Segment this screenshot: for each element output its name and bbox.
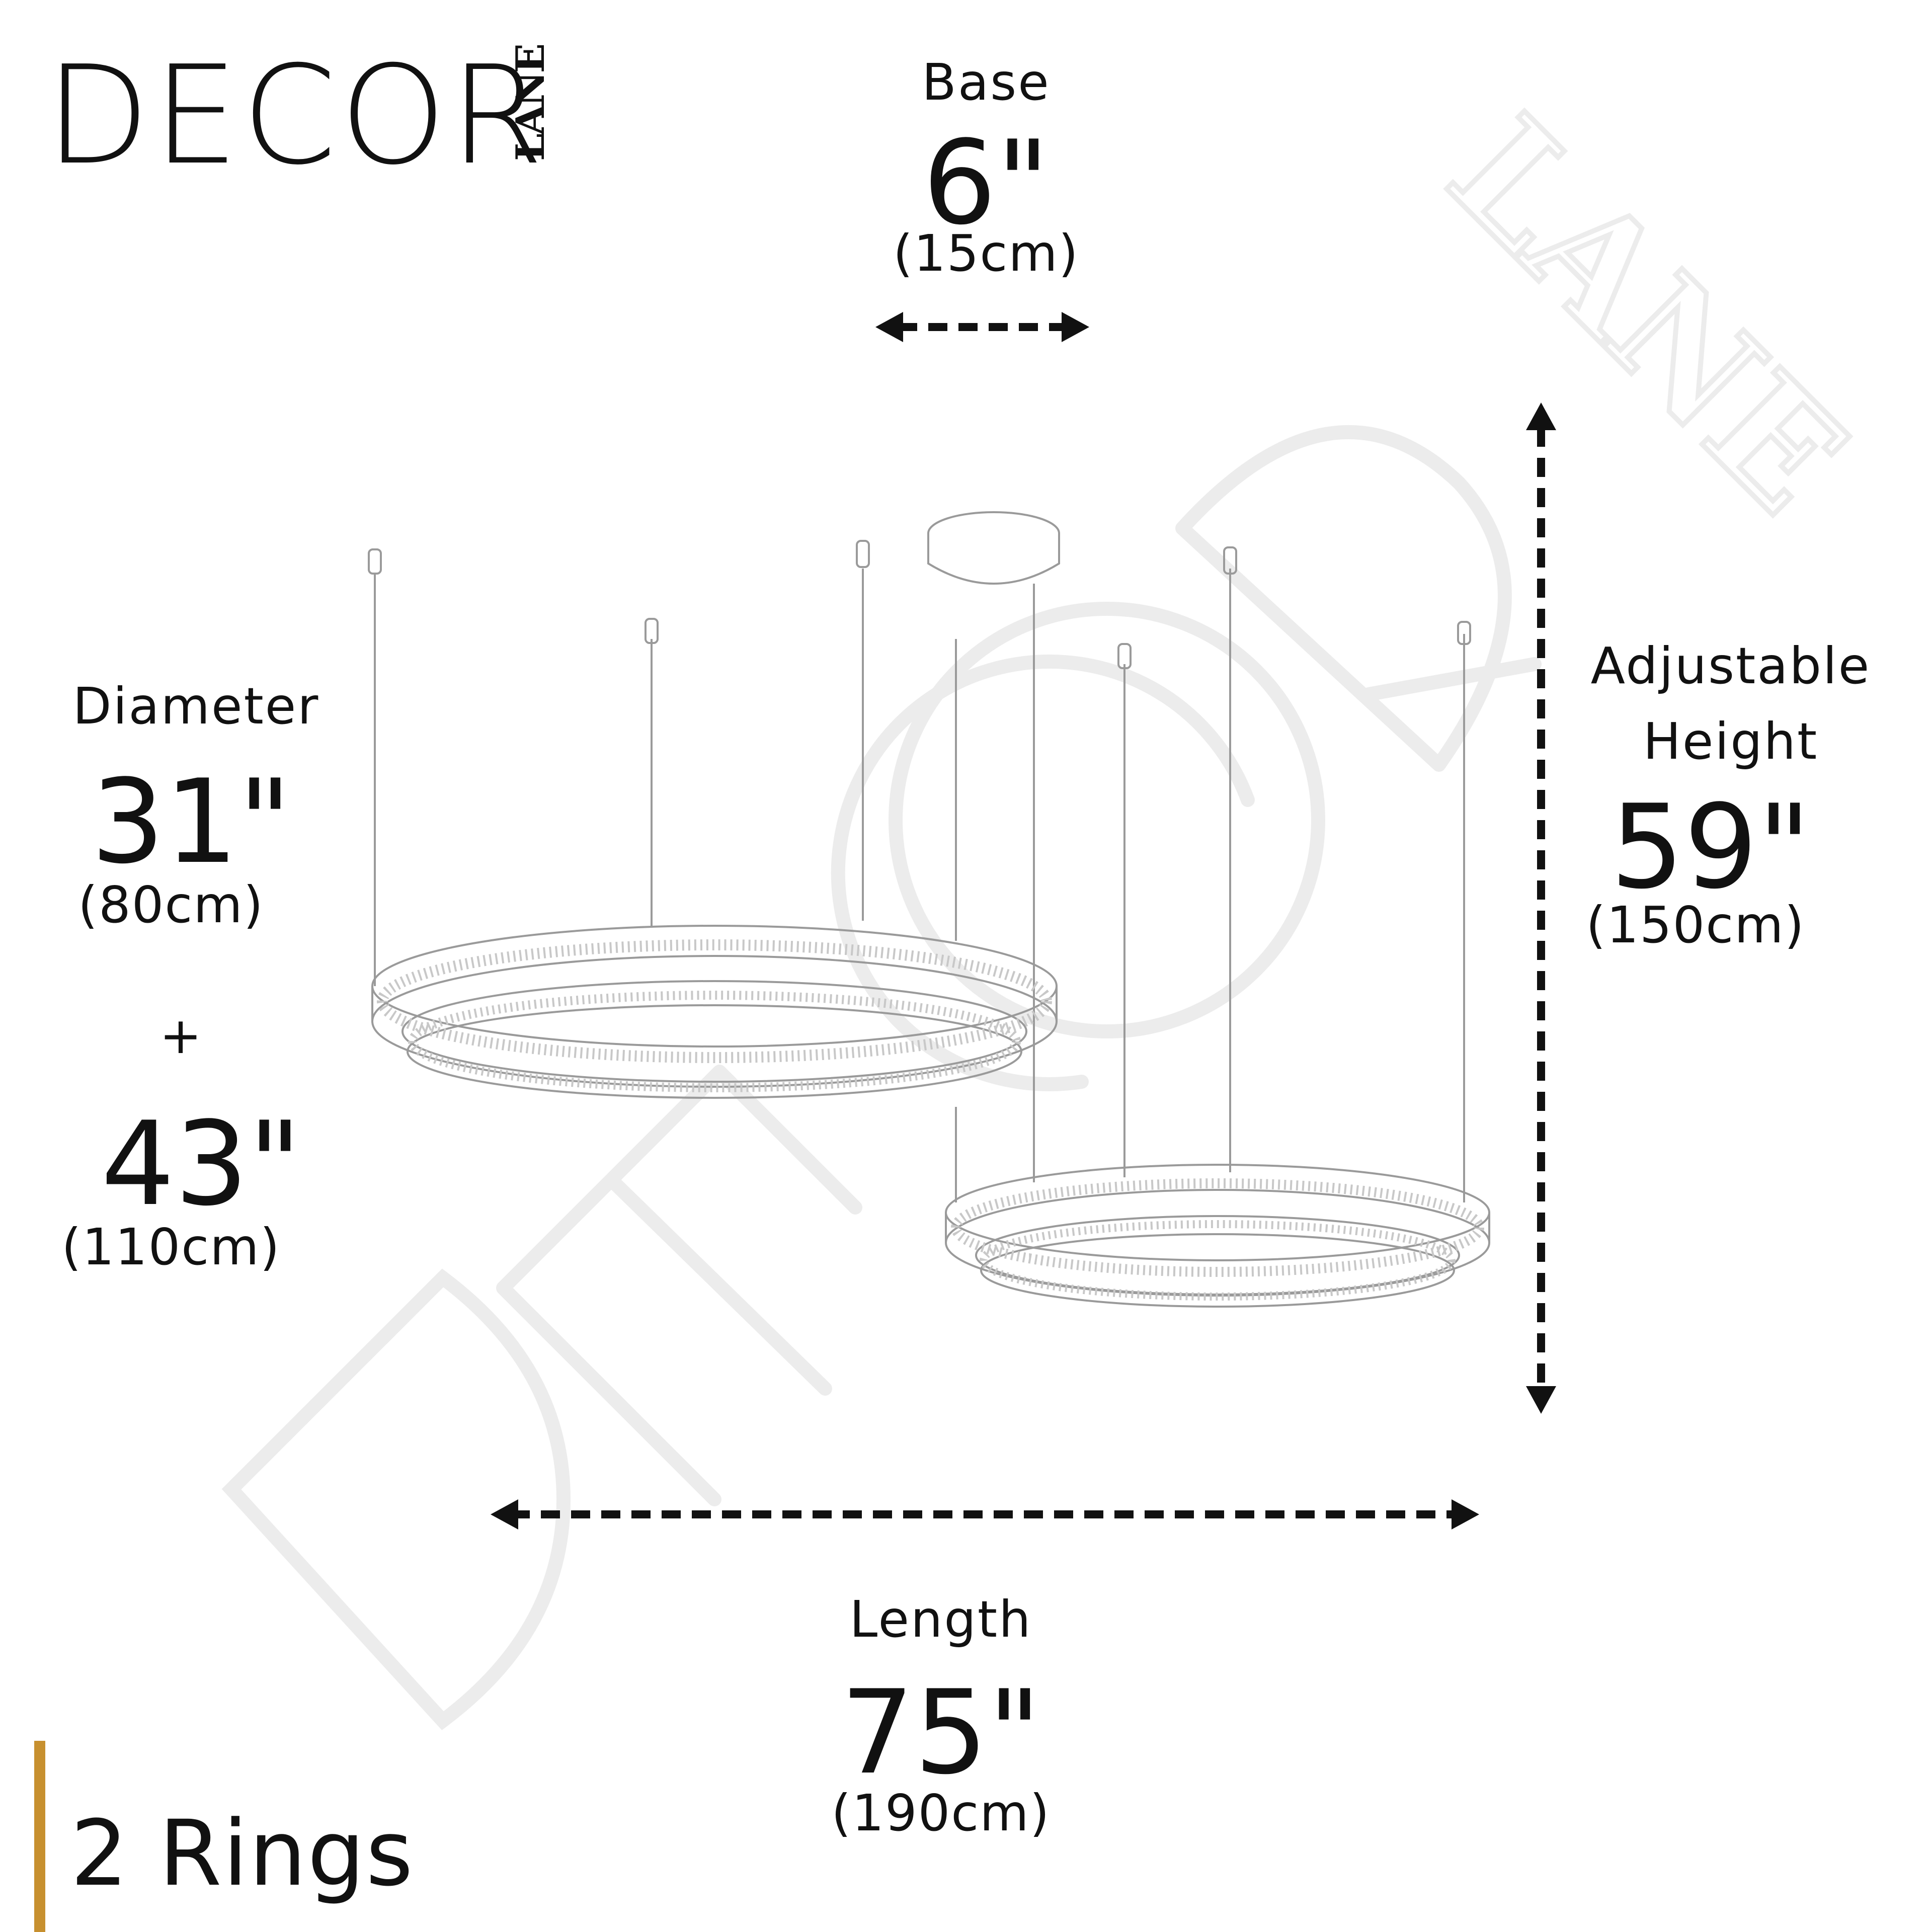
length-value: 75" [840,1666,1041,1800]
length-arrow-left-head [491,1499,518,1530]
rings-count-label: 2 Rings [70,1801,414,1906]
diameter-label: Diameter [72,677,320,736]
wire-clamp [1117,643,1132,669]
height-label-line2: Height [1643,712,1819,771]
height-label-line1: Adjustable [1590,636,1871,695]
base-value: 6" [922,116,1050,251]
small-ring [945,1164,1490,1308]
base-arrow-left-head [875,312,903,342]
wire-clamp [1457,621,1471,645]
wire-clamp [856,540,870,568]
length-arrow-right-head [1452,1499,1479,1530]
height-value: 59" [1610,780,1811,915]
watermark-o-shape [889,602,1325,1038]
length-label: Length [849,1590,1032,1649]
base-arrow-right-head [1062,312,1089,342]
wire-clamp [368,548,382,575]
base-label: Base [922,53,1051,112]
accent-bar [34,1741,45,1932]
watermark-e-shape [496,1065,862,1506]
canopy-body [927,533,1060,585]
height-metric: (150cm) [1586,896,1805,954]
length-metric: (190cm) [831,1784,1051,1842]
wire-clamp [645,618,659,644]
height-arrow-bottom-head [1526,1386,1556,1414]
brand-logo-word: DECOR [45,36,547,195]
diameter-metric-2: (110cm) [61,1218,281,1276]
diameter-value-2: 43" [101,1097,302,1232]
brand-logo-lane: LANE [508,45,553,161]
wire-clamp [1223,546,1237,575]
base-metric: (15cm) [893,224,1079,283]
height-arrow-top-head [1526,403,1556,430]
diameter-value-1: 31" [91,755,292,890]
diameter-plus: + [159,1006,203,1065]
large-ring [371,925,1058,1099]
diameter-metric-1: (80cm) [78,875,264,934]
watermark-d-shape [221,1268,571,1730]
watermark-c-shape [831,654,1255,1091]
